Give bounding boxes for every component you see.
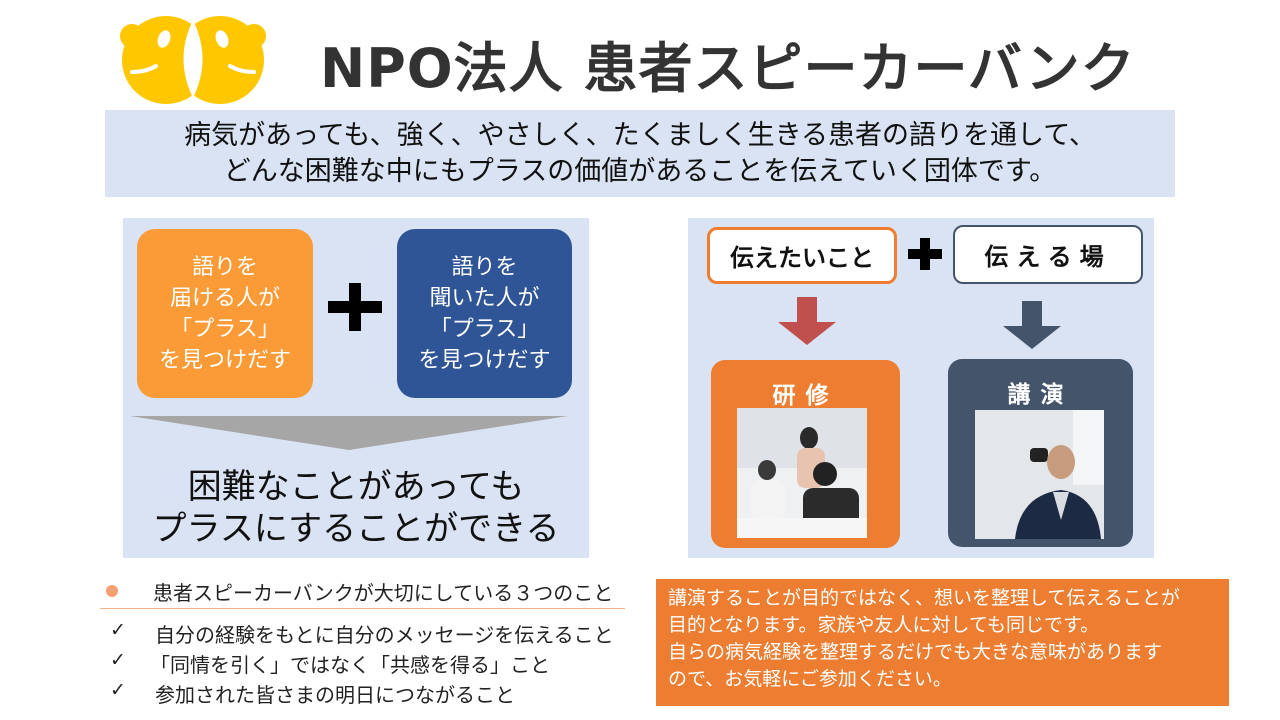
values-heading: 患者スピーカーバンクが大切にしている３つのこと xyxy=(153,581,614,605)
speaker-plus-box: 語りを 届ける人が 「プラス」 を見つけだす xyxy=(137,229,313,398)
result-line: 困難なことがあっても xyxy=(187,467,525,507)
mission-line: どんな困難な中にもプラスの価値があることを伝えていく団体です。 xyxy=(223,156,1057,187)
plus-icon xyxy=(328,283,382,331)
value-item: 自分の経験をもとに自分のメッセージを伝えること xyxy=(155,623,614,647)
lecture-photo xyxy=(975,410,1104,539)
value-item: 参加された皆さまの明日につながること xyxy=(155,683,515,707)
box-line: 届ける人が xyxy=(169,285,280,311)
place-box: 伝える場 xyxy=(953,225,1143,284)
bullet-dot-icon xyxy=(106,585,118,597)
note-line: ので、お気軽にご参加ください。 xyxy=(668,668,952,690)
check-icon: ✓ xyxy=(110,679,126,701)
box-line: を見つけだす xyxy=(418,347,551,373)
page-title: NPO法人 患者スピーカーバンク xyxy=(320,37,1136,100)
down-arrow-icon xyxy=(1003,301,1061,349)
card-title: 講演 xyxy=(1007,382,1074,408)
box-line: 「プラス」 xyxy=(170,316,280,342)
plus-icon xyxy=(908,238,942,270)
mission-statement: 病気があっても、強く、やさしく、たくましく生きる患者の語りを通して、 どんな困難… xyxy=(105,110,1175,197)
value-item: 「同情を引く」ではなく「共感を得る」こと xyxy=(150,653,550,677)
note-line: 自らの病気経験を整理するだけでも大きな意味があります xyxy=(668,641,1163,663)
note-line: 講演することが目的ではなく、想いを整理して伝えることが xyxy=(668,587,1180,609)
down-arrow-icon xyxy=(778,297,836,345)
down-triangle-icon xyxy=(130,416,568,450)
box-line: 「プラス」 xyxy=(429,316,540,342)
box-line: 聞いた人が xyxy=(429,285,540,311)
training-photo xyxy=(737,408,867,538)
divider xyxy=(100,608,625,609)
result-text: 困難なことがあっても プラスにすることができる xyxy=(123,466,589,550)
want-to-say-box: 伝えたいこと xyxy=(707,227,897,284)
check-icon: ✓ xyxy=(110,619,126,641)
box-line: 語りを xyxy=(191,254,258,280)
note-box: 講演することが目的ではなく、想いを整理して伝えることが 目的となります。家族や友… xyxy=(656,579,1229,706)
training-card: 研修 xyxy=(711,360,900,548)
npo-logo xyxy=(120,16,266,104)
check-icon: ✓ xyxy=(110,649,126,671)
listener-plus-box: 語りを 聞いた人が 「プラス」 を見つけだす xyxy=(397,229,572,398)
mission-line: 病気があっても、強く、やさしく、たくましく生きる患者の語りを通して、 xyxy=(184,120,1096,151)
box-line: 語りを xyxy=(451,254,518,280)
lecture-card: 講演 xyxy=(948,359,1133,547)
box-line: を見つけだす xyxy=(158,347,291,373)
card-title: 研修 xyxy=(772,383,839,409)
result-line: プラスにすることができる xyxy=(152,509,560,549)
note-line: 目的となります。家族や友人に対しても同じです。 xyxy=(668,614,1100,636)
